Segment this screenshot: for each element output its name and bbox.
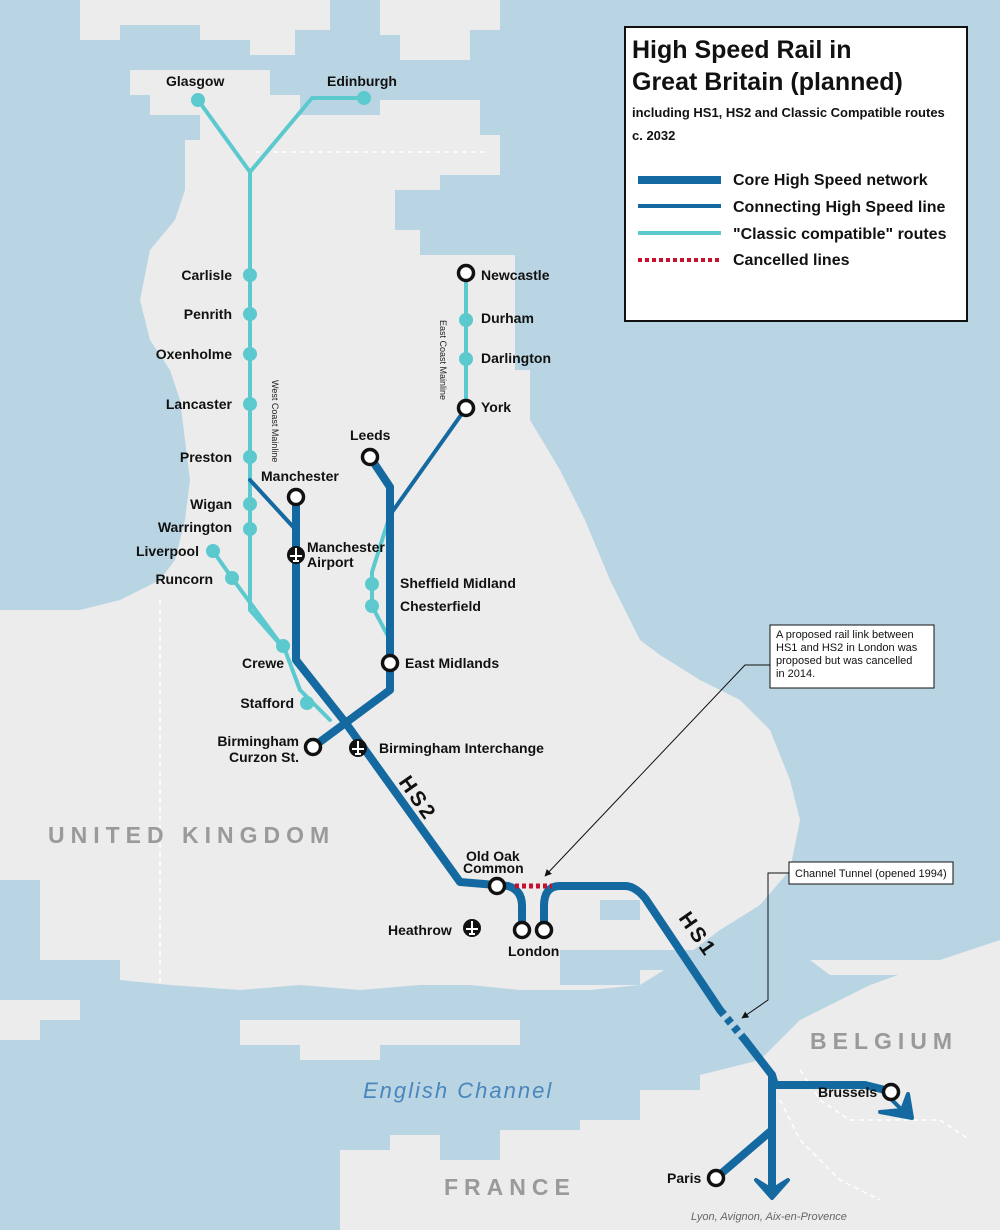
station-label-glasgow: Glasgow xyxy=(166,73,224,89)
station-label-old-oak-2: Common xyxy=(463,860,524,876)
station-label-york: York xyxy=(481,399,511,415)
station-label-heathrow: Heathrow xyxy=(388,922,452,938)
callout-link-line-3: proposed but was cancelled xyxy=(776,655,912,667)
station-label-chesterfield: Chesterfield xyxy=(400,598,481,614)
station-label-birmingham-interchange: Birmingham Interchange xyxy=(379,740,544,756)
station-label-stafford: Stafford xyxy=(240,695,294,711)
station-label-manchester: Manchester xyxy=(261,468,339,484)
callout-link-line-1: A proposed rail link between xyxy=(776,629,914,641)
callout-hs1-hs2-link: A proposed rail link between HS1 and HS2… xyxy=(544,624,935,877)
paris-south-arrow xyxy=(754,1178,790,1200)
sea-label-english-channel: English Channel xyxy=(363,1078,553,1103)
station-label-edinburgh: Edinburgh xyxy=(327,73,397,89)
station-label-sheffield: Sheffield Midland xyxy=(400,575,516,591)
station-label-wigan: Wigan xyxy=(190,496,232,512)
station-label-penrith: Penrith xyxy=(184,306,232,322)
station-label-oxenholme: Oxenholme xyxy=(156,346,232,362)
station-label-london: London xyxy=(508,943,559,959)
callout-channel-tunnel: Channel Tunnel (opened 1994) xyxy=(741,861,954,1019)
west-coast-mainline-label: West Coast Mainline xyxy=(270,380,280,462)
legend-item-cancelled: Cancelled lines xyxy=(733,252,850,269)
station-label-birmingham-2: Curzon St. xyxy=(229,749,299,765)
airport-icon xyxy=(287,546,305,564)
station-label-liverpool: Liverpool xyxy=(136,543,199,559)
legend-subtitle: including HS1, HS2 and Classic Compatibl… xyxy=(632,105,945,120)
callout-link-line-2: HS1 and HS2 in London was xyxy=(776,642,918,654)
classic-stations xyxy=(191,91,473,710)
station-label-runcorn: Runcorn xyxy=(155,571,213,587)
station-label-newcastle: Newcastle xyxy=(481,267,550,283)
legend-date: c. 2032 xyxy=(632,128,675,143)
airport-icon xyxy=(349,739,367,757)
station-label-leeds: Leeds xyxy=(350,427,391,443)
station-label-warrington: Warrington xyxy=(158,519,232,535)
station-label-durham: Durham xyxy=(481,310,534,326)
station-label-crewe: Crewe xyxy=(242,655,284,671)
station-label-old-oak-1: Old Oak xyxy=(466,848,520,864)
legend-title-line-2: Great Britain (planned) xyxy=(632,68,903,96)
station-label-birmingham-1: Birmingham xyxy=(217,733,299,749)
country-label-uk: UNITED KINGDOM xyxy=(48,822,335,848)
station-label-manchester-airport-2: Airport xyxy=(307,554,354,570)
legend-title-line-1: High Speed Rail in xyxy=(632,36,851,64)
airport-icon xyxy=(463,919,481,937)
station-label-darlington: Darlington xyxy=(481,350,551,366)
country-label-belgium: BELGIUM xyxy=(810,1028,958,1054)
borders xyxy=(159,151,971,1201)
callout-link-line-4: in 2014. xyxy=(776,668,815,680)
station-label-brussels: Brussels xyxy=(818,1084,877,1100)
station-label-paris: Paris xyxy=(667,1170,701,1186)
legend-item-classic: "Classic compatible" routes xyxy=(733,226,947,243)
legend-item-connecting: Connecting High Speed line xyxy=(733,199,946,216)
callout-tunnel-text: Channel Tunnel (opened 1994) xyxy=(795,868,947,880)
destinations-south-label: Lyon, Avignon, Aix-en-Provence xyxy=(691,1211,847,1223)
station-label-lancaster: Lancaster xyxy=(166,396,233,412)
station-label-manchester-airport-1: Manchester xyxy=(307,539,385,555)
brussels-arrow xyxy=(878,1092,914,1120)
hs-stations xyxy=(286,263,901,1188)
station-label-carlisle: Carlisle xyxy=(181,267,232,283)
legend: High Speed Rail in Great Britain (planne… xyxy=(624,26,968,322)
legend-item-core: Core High Speed network xyxy=(733,172,928,189)
station-label-east-midlands: East Midlands xyxy=(405,655,499,671)
east-coast-mainline-label: East Coast Mainline xyxy=(438,320,448,400)
country-label-france: FRANCE xyxy=(444,1174,576,1200)
station-label-preston: Preston xyxy=(180,449,232,465)
core-lines xyxy=(292,453,889,1194)
